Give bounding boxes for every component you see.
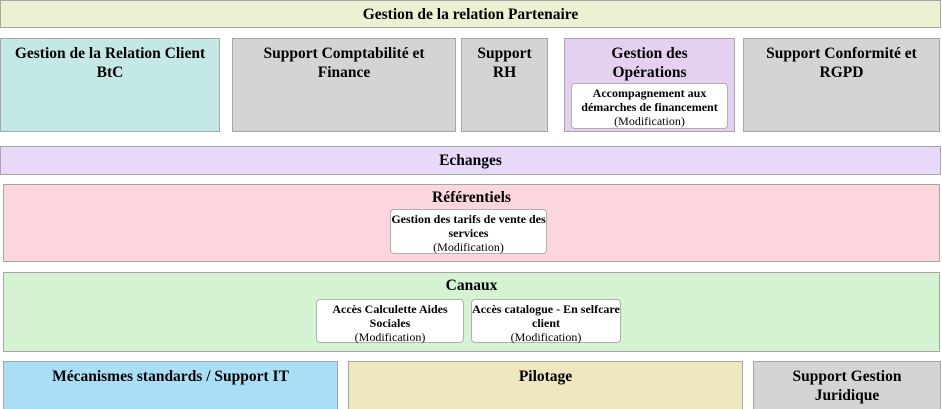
- subcapability-title: Accès catalogue - En selfcare client: [472, 302, 620, 330]
- section-label: Canaux: [445, 277, 498, 294]
- footer-label: Pilotage: [518, 368, 573, 385]
- subcapability-gestion-tarifs-vente-services: Gestion des tarifs de vente des services…: [390, 209, 547, 254]
- footer-pilotage: Pilotage: [348, 361, 743, 409]
- subcapability-title: Accompagnement aux démarches de financem…: [581, 86, 718, 114]
- capability-gestion-operations: Gestion des Opérations Accompagnement au…: [564, 38, 735, 132]
- subcapability-title: Accès Calculette Aides Sociales: [332, 302, 448, 330]
- capability-label: Gestion des Opérations: [611, 45, 688, 81]
- subcapability-modification-tag: (Modification): [433, 240, 504, 254]
- subcapability-acces-calculette-aides-sociales: Accès Calculette Aides Sociales (Modific…: [316, 299, 464, 344]
- section-echanges: Echanges: [0, 146, 941, 175]
- footer-mecanismes-standards-support-it: Mécanismes standards / Support IT: [3, 361, 338, 409]
- capability-label: Support RH: [477, 45, 532, 81]
- subcapability-title: Gestion des tarifs de vente des services: [391, 212, 546, 240]
- banner-gestion-relation-partenaire: Gestion de la relation Partenaire: [0, 0, 941, 28]
- capability-gestion-relation-client-btc: Gestion de la Relation Client BtC: [0, 38, 220, 132]
- capability-label: Support Comptabilité et Finance: [263, 45, 425, 81]
- section-referentiels: Référentiels Gestion des tarifs de vente…: [3, 184, 940, 262]
- capability-label: Support Conformité et RGPD: [766, 45, 917, 81]
- section-canaux: Canaux Accès Calculette Aides Sociales (…: [3, 272, 940, 352]
- footer-label: Support Gestion Juridique: [792, 368, 902, 404]
- subcapability-modification-tag: (Modification): [510, 330, 582, 344]
- capability-label: Gestion de la Relation Client BtC: [14, 45, 206, 81]
- subcapability-modification-tag: (Modification): [354, 330, 426, 344]
- section-label: Référentiels: [432, 189, 511, 206]
- section-label: Echanges: [439, 152, 502, 169]
- subcapability-modification-tag: (Modification): [614, 114, 685, 128]
- banner-title: Gestion de la relation Partenaire: [362, 5, 579, 23]
- subcapability-accompagnement-demarches-financement: Accompagnement aux démarches de financem…: [571, 83, 728, 129]
- capability-support-conformite-rgpd: Support Conformité et RGPD: [743, 38, 940, 132]
- footer-support-gestion-juridique: Support Gestion Juridique: [753, 361, 941, 409]
- subcapability-acces-catalogue-selfcare-client: Accès catalogue - En selfcare client (Mo…: [471, 299, 621, 344]
- capability-support-comptabilite-finance: Support Comptabilité et Finance: [232, 38, 456, 132]
- capability-support-rh: Support RH: [461, 38, 548, 132]
- footer-label: Mécanismes standards / Support IT: [52, 368, 289, 385]
